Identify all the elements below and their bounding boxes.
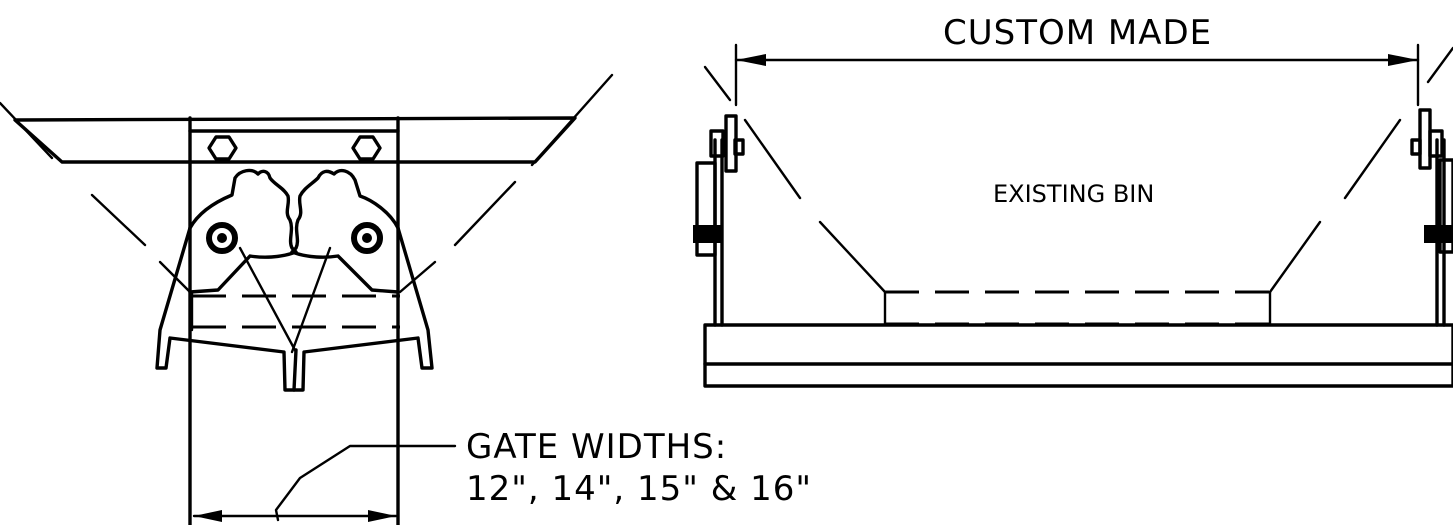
gate-width-dimension	[192, 444, 457, 522]
gate-widths-values: 12", 14", 15" & 16"	[466, 469, 812, 509]
custom-made-dimension	[734, 43, 1420, 107]
bracket-left	[693, 114, 745, 327]
side-view: CUSTOM MADE EXISTING BIN	[693, 13, 1453, 388]
custom-made-label: CUSTOM MADE	[943, 13, 1212, 53]
mounting-flange	[13, 116, 577, 164]
gate-blade-right	[292, 226, 434, 392]
gate-blade-left	[155, 226, 298, 392]
hex-bolt-right	[351, 135, 382, 161]
linkage	[238, 246, 332, 354]
bin-slope-lines	[703, 46, 1453, 294]
pivot-pin-right	[351, 222, 383, 254]
hopper-slope-lines	[0, 73, 614, 294]
gate-housing	[188, 116, 400, 525]
bin-outlet	[883, 290, 1272, 326]
gate-end-view	[0, 73, 614, 525]
gear-arm-left	[188, 168, 298, 294]
base-frame	[703, 322, 1453, 388]
gate-opening	[190, 290, 400, 332]
existing-bin-label: EXISTING BIN	[993, 180, 1154, 208]
gear-arm-right	[290, 168, 400, 294]
pivot-pin-left	[206, 222, 238, 254]
bracket-right	[1410, 108, 1453, 327]
hex-bolt-left	[207, 135, 238, 161]
gate-widths-label: GATE WIDTHS:	[466, 427, 727, 467]
